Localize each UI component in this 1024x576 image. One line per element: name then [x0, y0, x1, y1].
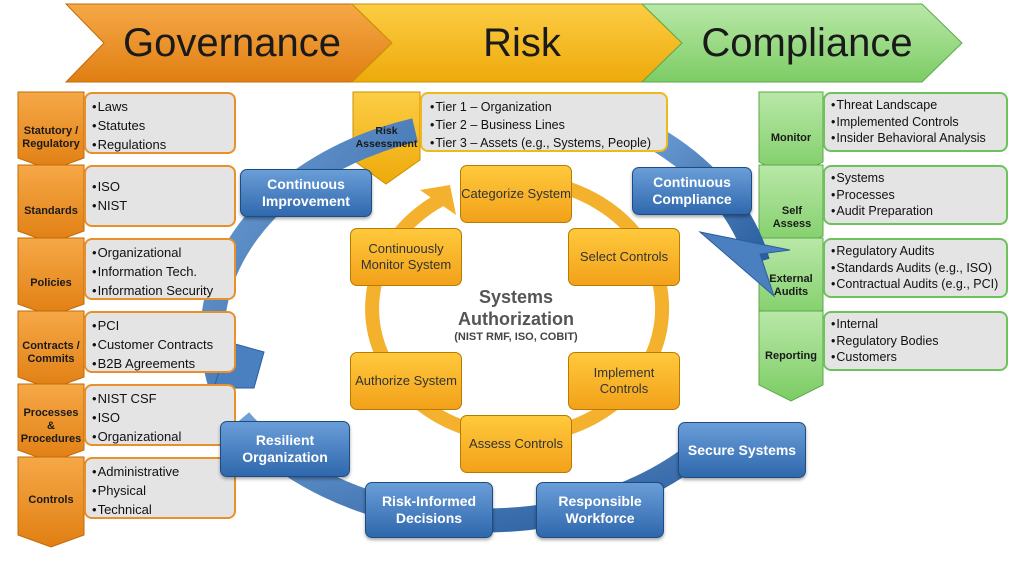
governance-box-standards: ISO NIST	[84, 165, 236, 227]
secure-systems-pill: Secure Systems	[678, 422, 806, 478]
select-controls-step: Select Controls	[568, 228, 680, 286]
compliance-label-reporting: Reporting	[759, 336, 823, 376]
continuous-improvement-pill: Continuous Improvement	[240, 169, 372, 217]
list-item: Information Tech.	[92, 262, 228, 281]
compliance-box-external-audits: Regulatory Audits Standards Audits (e.g.…	[823, 238, 1008, 298]
continuous-compliance-pill: Continuous Compliance	[632, 167, 752, 215]
compliance-label-monitor: Monitor	[759, 118, 823, 158]
governance-box-statutory: Laws Statutes Regulations	[84, 92, 236, 154]
compliance-box-monitor: Threat Landscape Implemented Controls In…	[823, 92, 1008, 152]
list-item: Customers	[831, 349, 1000, 366]
list-item: NIST	[92, 196, 228, 215]
list-item: Regulations	[92, 135, 228, 154]
list-item: NIST CSF	[92, 389, 228, 408]
systems-authorization-subtitle: (NIST RMF, ISO, COBIT)	[426, 331, 606, 343]
governance-label-controls: Controls	[18, 480, 84, 520]
list-item: Regulatory Audits	[831, 243, 1000, 260]
list-item: Organizational	[92, 427, 228, 446]
list-item: Organizational	[92, 243, 228, 262]
governance-label-processes: Processes & Procedures	[18, 406, 84, 446]
systems-authorization-title: Systems Authorization	[446, 286, 586, 330]
governance-label-standards: Standards	[18, 191, 84, 231]
list-item: Systems	[831, 170, 1000, 187]
compliance-box-reporting: Internal Regulatory Bodies Customers	[823, 311, 1008, 371]
list-item: Processes	[831, 187, 1000, 204]
continuously-monitor-step: Continuously Monitor System	[350, 228, 462, 286]
list-item: Statutes	[92, 116, 228, 135]
governance-box-controls: Administrative Physical Technical	[84, 457, 236, 519]
list-item: Technical	[92, 500, 228, 519]
list-item: Regulatory Bodies	[831, 333, 1000, 350]
governance-title: Governance	[104, 4, 360, 82]
list-item: PCI	[92, 316, 228, 335]
governance-label-contracts: Contracts / Commits	[18, 333, 84, 373]
risk-title: Risk	[392, 4, 652, 82]
resilient-organization-pill: Resilient Organization	[220, 421, 350, 477]
list-item: Standards Audits (e.g., ISO)	[831, 260, 1000, 277]
compliance-label-self-assess: Self Assess	[767, 198, 817, 238]
list-item: Contractual Audits (e.g., PCI)	[831, 276, 1000, 293]
risk-assessment-label: Risk Assessment	[353, 118, 420, 158]
categorize-system-step: Categorize System	[460, 165, 572, 223]
governance-box-processes: NIST CSF ISO Organizational	[84, 384, 236, 446]
governance-box-policies: Organizational Information Tech. Informa…	[84, 238, 236, 300]
compliance-label-external-audits: External Audits	[759, 266, 823, 306]
list-item: Implemented Controls	[831, 114, 1000, 131]
list-item: ISO	[92, 177, 228, 196]
list-item: Audit Preparation	[831, 203, 1000, 220]
responsible-workforce-pill: Responsible Workforce	[536, 482, 664, 538]
governance-label-policies: Policies	[18, 263, 84, 303]
governance-label-statutory: Statutory / Regulatory	[18, 118, 84, 158]
compliance-title: Compliance	[682, 4, 932, 82]
list-item: Tier 2 – Business Lines	[430, 116, 658, 134]
list-item: Information Security	[92, 281, 228, 300]
list-item: Internal	[831, 316, 1000, 333]
assess-controls-step: Assess Controls	[460, 415, 572, 473]
list-item: Insider Behavioral Analysis	[831, 130, 1000, 147]
list-item: Administrative	[92, 462, 228, 481]
compliance-box-self-assess: Systems Processes Audit Preparation	[823, 165, 1008, 225]
list-item: ISO	[92, 408, 228, 427]
authorize-system-step: Authorize System	[350, 352, 462, 410]
list-item: Customer Contracts	[92, 335, 228, 354]
list-item: Tier 1 – Organization	[430, 98, 658, 116]
list-item: Threat Landscape	[831, 97, 1000, 114]
governance-box-contracts: PCI Customer Contracts B2B Agreements	[84, 311, 236, 373]
list-item: Physical	[92, 481, 228, 500]
list-item: Tier 3 – Assets (e.g., Systems, People)	[430, 134, 658, 152]
risk-informed-decisions-pill: Risk-Informed Decisions	[365, 482, 493, 538]
implement-controls-step: Implement Controls	[568, 352, 680, 410]
list-item: Laws	[92, 97, 228, 116]
risk-assessment-box: Tier 1 – Organization Tier 2 – Business …	[420, 92, 668, 152]
list-item: B2B Agreements	[92, 354, 228, 373]
